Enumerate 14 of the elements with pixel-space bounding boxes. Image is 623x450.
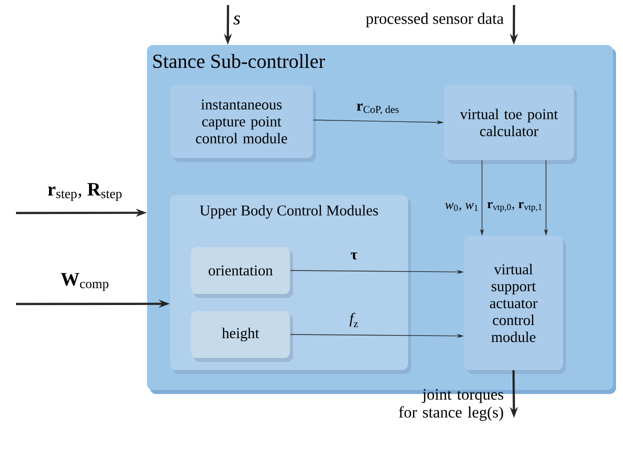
module-box: height: [191, 311, 293, 362]
edge-label: $\textbf{r}_{\text{vtp,0}}\text{, }\textbf{r}_{\text{vtp,1}}$: [487, 202, 542, 212]
edge-label: $\textit{w}_{\text{0}}\text{, }\textit{w}_{\text{1}}$: [445, 203, 478, 211]
edge-label: $\textbf{W}_{\text{comp}}$: [60, 273, 108, 291]
edge-label: $\textit{s}$: [233, 15, 240, 25]
module-box: instantaneous capture point control module: [170, 85, 316, 162]
module-box: virtual support actuator control module: [464, 236, 566, 374]
edge-label: processed sensor data: [366, 12, 504, 28]
edge-label: $\textbf{r}_{\text{step}}\text{, }\textbf{R}_{\text{step}}$: [48, 183, 122, 201]
edge-label: $\textbf{r}_{\text{CoP, des}}$: [356, 104, 399, 114]
module-box: virtual toe point calculator: [444, 85, 577, 164]
edge-label: $\textit{f}_{\text{z}}$: [350, 312, 358, 328]
edge-label: $\textbf{τ}$: [350, 252, 358, 260]
module-box: orientation: [191, 247, 293, 298]
